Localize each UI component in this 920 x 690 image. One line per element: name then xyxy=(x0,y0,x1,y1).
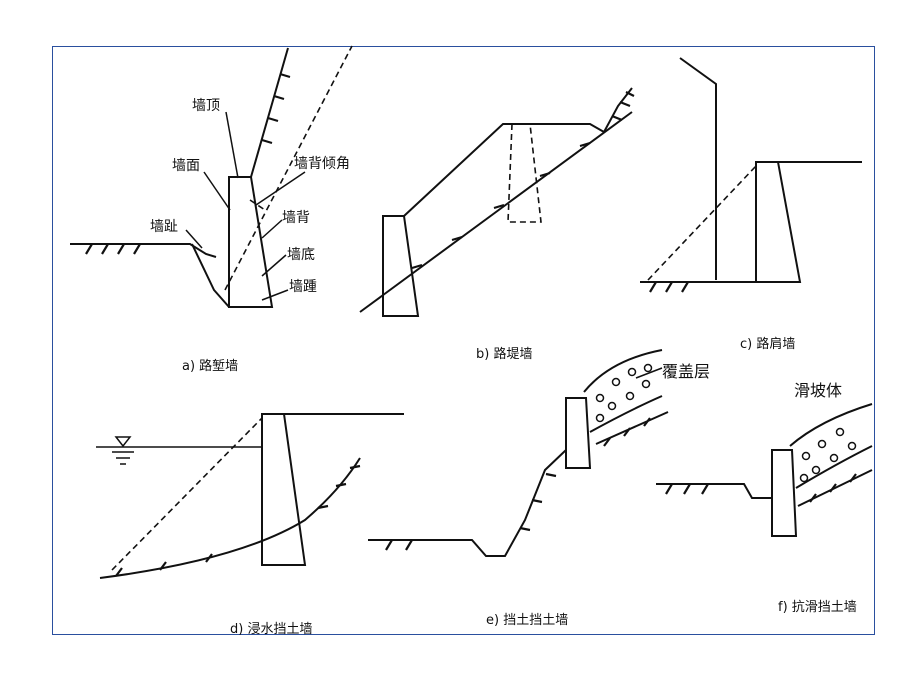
angle-mark-a xyxy=(249,199,266,211)
wall-body-b xyxy=(382,215,420,317)
cut-slope-a xyxy=(250,47,289,178)
leader-top xyxy=(225,111,239,179)
figure-frame xyxy=(52,46,875,635)
water-symbol-icon xyxy=(114,436,132,448)
slope-line-f xyxy=(797,469,873,507)
fracture-line-d xyxy=(111,417,263,571)
diagram-c-shoulder-wall: c) 路肩墙 xyxy=(640,57,862,352)
diagram-a-cutting-wall: 墙顶 墙面 墙趾 墙背倾角 墙背 墙底 墙踵 a) 路堑墙 xyxy=(70,45,353,374)
ground-line-f xyxy=(656,483,772,499)
label-landslide: 滑坡体 xyxy=(794,381,842,400)
fracture-line-a xyxy=(224,45,353,291)
caption-e: e) 挡土挡土墙 xyxy=(486,613,568,628)
label-wall-back: 墙背 xyxy=(282,210,310,226)
wall-body-f xyxy=(771,449,798,537)
ground-hatch-c xyxy=(649,281,689,293)
cover-bottom-e xyxy=(589,395,663,433)
label-cover-layer: 覆盖层 xyxy=(662,362,710,381)
leader-back-angle xyxy=(255,171,306,206)
foundation-line-b xyxy=(359,111,633,313)
ground-hatch-b xyxy=(411,141,591,270)
label-wall-heel: 墙踵 xyxy=(289,279,317,295)
ground-hatch-e xyxy=(385,472,557,551)
landslide-top-f xyxy=(789,403,873,447)
slope-hatch-b-top xyxy=(611,91,635,122)
diagram-d-submerged-wall: d) 浸水挡土墙 xyxy=(96,413,404,637)
slope-hatch-f xyxy=(809,473,857,503)
label-wall-top: 墙顶 xyxy=(192,98,220,114)
caption-b: b) 路堤墙 xyxy=(476,346,532,362)
ground-curve-d xyxy=(99,457,361,579)
wall-body-d xyxy=(261,413,307,566)
landslide-bottom-f xyxy=(795,445,873,489)
leader-face xyxy=(203,171,231,211)
slope-line-e xyxy=(595,411,669,445)
ground-line-a xyxy=(70,243,217,258)
label-wall-base: 墙底 xyxy=(287,247,315,263)
ground-hatch-a xyxy=(85,243,141,255)
caption-a: a) 路堑墙 xyxy=(182,358,238,374)
ground-hatch-d xyxy=(115,464,361,577)
cover-gravel-e xyxy=(595,363,653,423)
cover-top-e xyxy=(583,349,663,393)
caption-f: f) 抗滑挡土墙 xyxy=(778,600,857,615)
fracture-line-c xyxy=(647,165,757,281)
leader-back xyxy=(261,219,283,239)
caption-d: d) 浸水挡土墙 xyxy=(230,622,312,637)
leader-cover-layer xyxy=(635,367,663,379)
leader-heel xyxy=(261,289,289,301)
label-wall-face: 墙面 xyxy=(172,158,200,174)
leader-toe xyxy=(185,229,203,249)
landslide-gravel-f xyxy=(799,427,857,483)
diagram-f-anti-slide-wall: 滑坡体 f) 抗滑挡土墙 xyxy=(656,381,873,615)
label-wall-back-angle: 墙背倾角 xyxy=(294,156,350,172)
diagram-e-cover-layer-wall: 覆盖层 e) 挡土挡土墙 xyxy=(368,349,710,628)
toe-excavation-a xyxy=(191,243,230,308)
slope-hatch-a xyxy=(261,72,291,145)
ground-line-e xyxy=(368,449,567,557)
wall-body-e xyxy=(565,397,592,469)
ground-hatch-f xyxy=(665,483,709,495)
wall-body-c xyxy=(755,161,802,283)
caption-c: c) 路肩墙 xyxy=(740,336,795,352)
label-wall-toe: 墙趾 xyxy=(150,219,178,235)
leader-base xyxy=(261,254,287,277)
diagram-b-embankment-wall: b) 路堤墙 xyxy=(359,87,635,362)
vehicle-load-b xyxy=(507,123,542,223)
pole-c xyxy=(679,57,717,280)
slope-hatch-e xyxy=(603,417,651,447)
